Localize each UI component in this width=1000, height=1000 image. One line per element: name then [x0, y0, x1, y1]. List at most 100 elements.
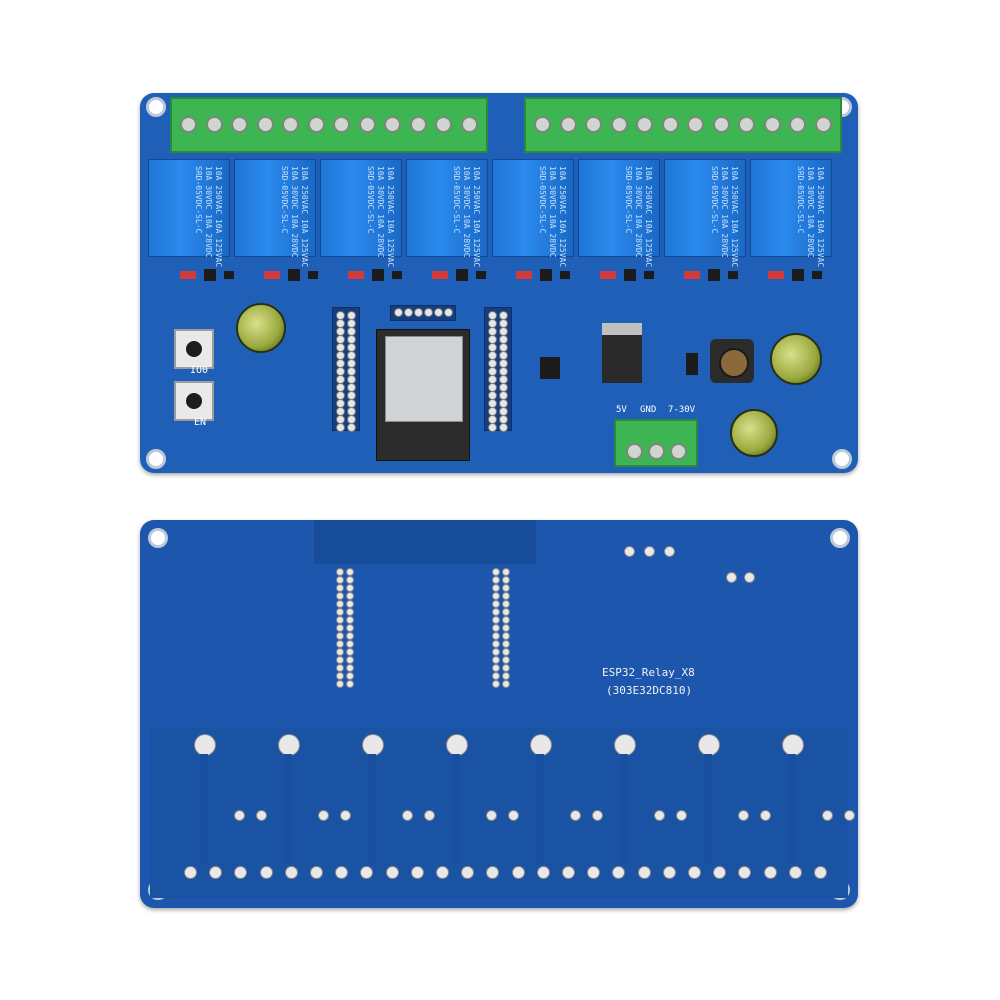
terminal-screw: [738, 116, 755, 133]
relay-module: 10A 250VAC 10A 125VAC 10A 30VDC 10A 28VD…: [664, 159, 746, 267]
relay-pad: [256, 810, 267, 821]
board-name-label: ESP32_Relay_X8: [602, 666, 695, 679]
terminal-pad: [788, 866, 802, 879]
smd-resistor: [308, 271, 318, 279]
solder-pad: [346, 648, 354, 656]
power-screw: [670, 443, 687, 460]
solder-pad: [502, 576, 510, 584]
mounting-hole: [146, 449, 166, 469]
terminal-screw: [256, 116, 274, 133]
solder-pad: [492, 648, 500, 656]
copper-trace: [368, 754, 376, 864]
solder-pad: [492, 624, 500, 632]
header-pin: [414, 308, 423, 317]
terminal-pad: [713, 866, 727, 879]
relay-pad: [844, 810, 855, 821]
solder-pad: [336, 608, 344, 616]
terminal-pad: [310, 866, 323, 879]
solder-pad: [336, 680, 344, 688]
power-label-vin: 7-30V: [668, 405, 696, 415]
terminal-screw: [435, 116, 452, 133]
solder-pad: [336, 592, 344, 600]
terminal-pad: [511, 866, 525, 879]
terminal-screw: [814, 116, 832, 133]
solder-pad: [492, 608, 500, 616]
smd-transistor: [204, 269, 216, 281]
relay-pad: [760, 810, 771, 821]
relay-pad: [340, 810, 351, 821]
solder-pad: [346, 632, 354, 640]
header-pin: [434, 308, 443, 317]
smd-transistor: [456, 269, 468, 281]
solder-pad: [502, 680, 510, 688]
solder-pad: [346, 624, 354, 632]
status-led: [600, 271, 616, 279]
solder-pad: [492, 584, 500, 592]
mounting-hole: [148, 528, 168, 548]
terminal-pad: [436, 866, 449, 879]
electrolytic-capacitor: [770, 333, 822, 385]
copper-trace: [200, 754, 208, 864]
terminal-screw: [687, 116, 704, 133]
relay-board-top-side: 10A 250VAC 10A 125VAC 10A 30VDC 10A 28VD…: [140, 93, 858, 473]
terminal-screw: [763, 116, 781, 133]
solder-pad: [502, 640, 510, 648]
solder-pad: [492, 640, 500, 648]
solder-pad: [346, 584, 354, 592]
io0-button-label: IO0: [190, 365, 209, 376]
power-screw: [626, 443, 643, 460]
smd-resistor: [392, 271, 402, 279]
terminal-pad: [284, 866, 298, 879]
relay-pad: [234, 810, 245, 821]
terminal-screw: [460, 116, 478, 133]
mounting-hole: [832, 449, 852, 469]
terminal-screw: [307, 116, 325, 133]
power-label-5v: 5V: [616, 405, 627, 415]
relay-pad: [486, 810, 497, 821]
header-pin: [424, 308, 433, 317]
solder-pad: [502, 592, 510, 600]
solder-pad: [502, 616, 510, 624]
solder-pad: [336, 640, 344, 648]
relay-module: 10A 250VAC 10A 125VAC 10A 30VDC 10A 28VD…: [492, 159, 574, 267]
smd-transistor: [708, 269, 720, 281]
solder-pad: [346, 608, 354, 616]
relay-rating-label: 10A 250VAC 10A 125VAC 10A 30VDC 10A 28VD…: [366, 166, 395, 268]
solder-pad: [336, 632, 344, 640]
relay-pad: [570, 810, 581, 821]
status-led: [768, 271, 784, 279]
terminal-pad: [461, 866, 475, 879]
io0-push-button[interactable]: [174, 329, 214, 369]
solder-pad: [624, 546, 635, 557]
status-led: [516, 271, 532, 279]
terminal-screw: [661, 116, 679, 133]
terminal-pad: [209, 866, 223, 879]
solder-pad: [346, 600, 354, 608]
en-push-button[interactable]: [174, 381, 214, 421]
terminal-screw: [231, 116, 248, 133]
terminal-pad: [814, 866, 827, 879]
terminal-pad: [763, 866, 777, 879]
solder-pad: [346, 664, 354, 672]
solder-pad: [492, 680, 500, 688]
solder-pad: [336, 568, 344, 576]
relay-coil-pad: [530, 734, 552, 756]
header-pin: [336, 423, 345, 432]
header-pin: [404, 308, 413, 317]
relay-module: 10A 250VAC 10A 125VAC 10A 30VDC 10A 28VD…: [320, 159, 402, 268]
terminal-pad: [486, 866, 500, 879]
relay-rating-label: 10A 250VAC 10A 125VAC 10A 30VDC 10A 28VD…: [280, 166, 309, 268]
terminal-screw: [559, 116, 577, 133]
terminal-screw: [534, 116, 551, 133]
solder-pad: [502, 656, 510, 664]
status-led: [432, 271, 448, 279]
relay-pad: [822, 810, 833, 821]
ldo-regulator: [540, 357, 560, 379]
relay-coil-pad: [614, 734, 636, 756]
power-screw: [648, 443, 665, 460]
solder-pad: [492, 664, 500, 672]
relay-pad: [402, 810, 413, 821]
smd-transistor: [792, 269, 804, 281]
relay-coil-pad: [446, 734, 468, 756]
solder-pad: [502, 624, 510, 632]
